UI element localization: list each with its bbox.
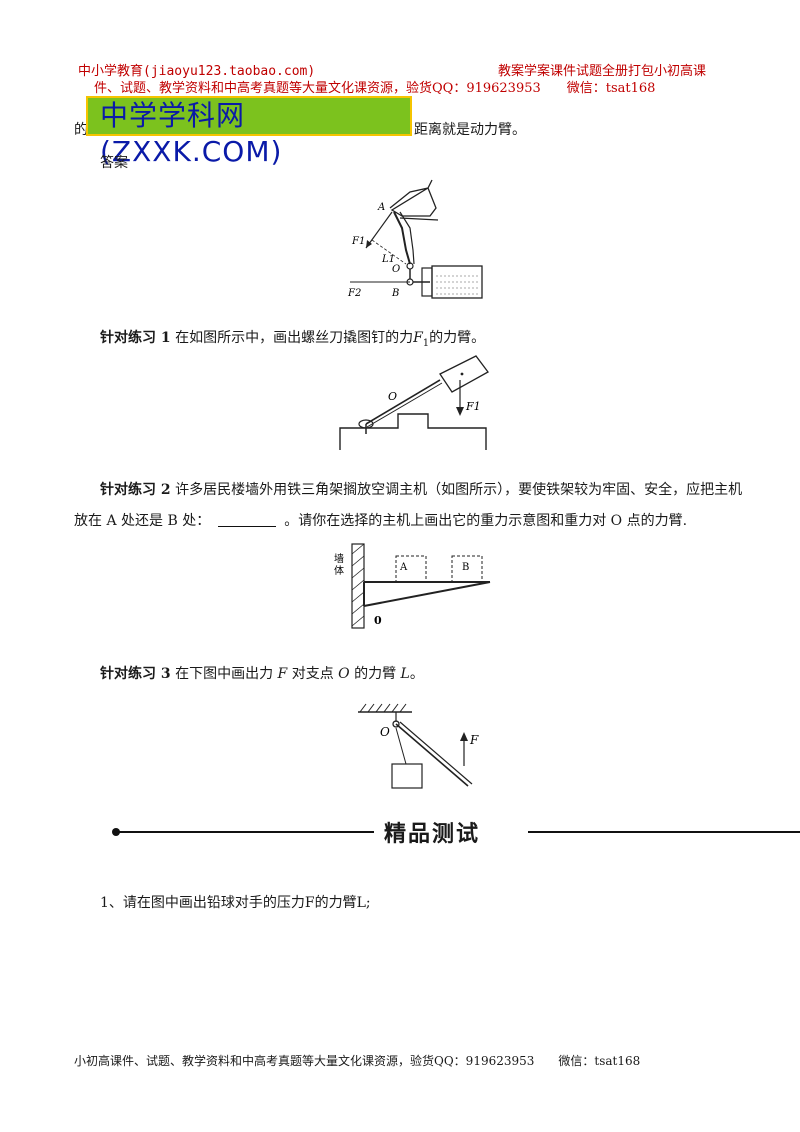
fig4-label-f: F — [469, 733, 479, 747]
exercise-2-line2: 放在 A 处还是 B 处： 。请你在选择的主机上画出它的重力示意图和重力对 O 点… — [74, 510, 687, 530]
question-1: 1、请在图中画出铅球对手的压力F的力臂L; — [100, 895, 371, 911]
header-line2: 件、试题、教学资料和中高考真题等大量文化课资源，验货QQ：919623953 微… — [94, 81, 656, 96]
ex1-var: F — [413, 330, 423, 346]
section-line-left — [118, 831, 374, 833]
ex3-var-l: L — [400, 666, 410, 682]
watermark-text: 中学学科网(ZXXK.COM) — [100, 99, 283, 168]
fig3-label-wall-2: 体 — [334, 565, 344, 577]
ex2-line2a: 放在 A 处还是 B 处： — [74, 513, 211, 529]
exercise-3: 针对练习 3 在下图中画出力 F 对支点 O 的力臂 L。 — [100, 663, 424, 683]
figure-pedal-lever: A F1 L1 O F2 B — [347, 179, 483, 299]
fig3-label-a: A — [399, 562, 408, 573]
exercise-1: 针对练习 1 在如图所示中，画出螺丝刀撬图钉的力F1的力臂。 — [100, 327, 485, 349]
intro-suffix: 距离就是动力臂。 — [414, 122, 526, 138]
fig3-label-b: B — [462, 562, 469, 573]
figure-screwdriver: O F1 — [339, 355, 489, 450]
ex3-text-a: 在下图中画出力 — [175, 666, 274, 682]
fig1-label-b: B — [391, 288, 399, 299]
exercise-2-line1: 针对练习 2 许多居民楼墙外用铁三角架搁放空调主机（如图所示），要使铁架较为牢固… — [100, 479, 742, 499]
intro-prefix: 的 — [74, 122, 88, 138]
ex2-answer-blank[interactable] — [218, 512, 277, 527]
ex3-text-c: 的力臂 — [354, 666, 397, 682]
figure-bracket: 墙 体 A B 0 — [334, 543, 491, 629]
ex3-var-f: F — [277, 666, 288, 682]
section-dot — [112, 828, 120, 836]
ex1-text-b: 的力臂。 — [429, 330, 486, 346]
ex2-line1: 许多居民楼墙外用铁三角架搁放空调主机（如图所示），要使铁架较为牢固、安全，应把主… — [175, 482, 743, 498]
header-right: 教案学案课件试题全册打包小初高课 — [498, 64, 707, 79]
ex1-text-a: 在如图所示中，画出螺丝刀撬图钉的力 — [175, 330, 414, 346]
ex3-title: 针对练习 3 — [100, 666, 171, 682]
section-title: 精品测试 — [384, 821, 481, 847]
section-line-right — [528, 831, 800, 833]
fig3-label-wall-1: 墙 — [334, 552, 344, 565]
ex2-line2b: 。请你在选择的主机上画出它的重力示意图和重力对 O 点的力臂. — [284, 513, 688, 529]
header-left: 中小学教育(jiaoyu123.taobao.com) — [78, 64, 316, 79]
fig1-label-o: O — [392, 264, 400, 275]
ex1-sub: 1 — [422, 337, 430, 349]
fig1-label-l1: L1 — [381, 254, 395, 265]
ex3-text-d: 。 — [409, 666, 424, 682]
watermark-logo: 中学学科网(ZXXK.COM) — [86, 96, 412, 168]
fig1-label-a: A — [377, 202, 385, 213]
ex3-text-b: 对支点 — [291, 666, 334, 682]
footer-text: 小初高课件、试题、教学资料和中高考真题等大量文化课资源，验货QQ：9196239… — [74, 1054, 641, 1068]
ex3-var-o: O — [338, 666, 350, 682]
answer-label: 答案 — [100, 155, 128, 171]
fig1-label-f2: F2 — [347, 288, 361, 299]
fig4-label-o: O — [380, 725, 390, 739]
fig1-label-f1: F1 — [351, 236, 365, 247]
figure-hanging-lever: O F — [358, 703, 479, 789]
fig2-label-f1: F1 — [465, 400, 481, 413]
fig2-label-o: O — [388, 390, 397, 403]
fig3-label-o: 0 — [374, 614, 382, 627]
ex1-title: 针对练习 1 — [100, 330, 171, 346]
ex2-title: 针对练习 2 — [100, 482, 171, 498]
